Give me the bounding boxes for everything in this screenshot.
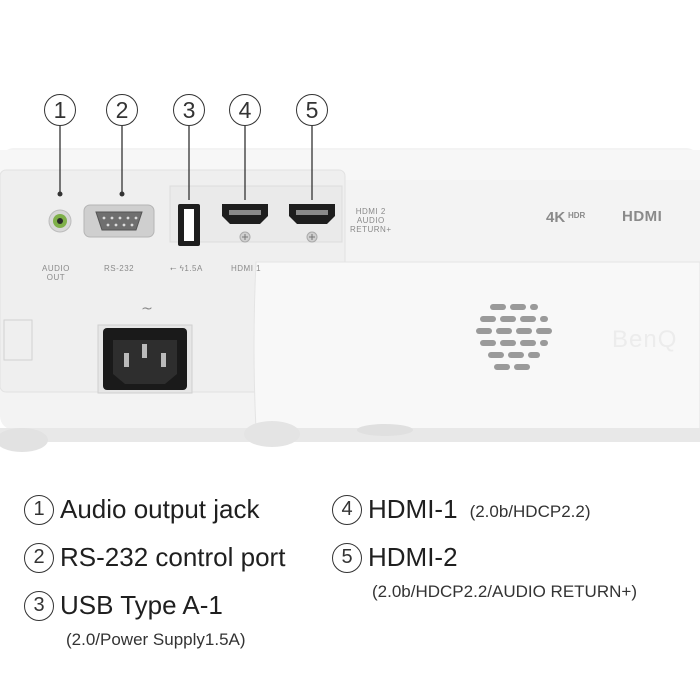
legend-number: 2 [24, 542, 54, 573]
rs232-label: RS-232 [104, 264, 135, 273]
badge-hdmi: HDMI [622, 208, 663, 225]
callout-3: 3 [173, 94, 205, 126]
legend-label: Audio output jack [60, 494, 260, 524]
legend-label: USB Type A-1 [60, 590, 223, 620]
badge-hdr: HDR [568, 211, 586, 220]
badge-4k: 4K [546, 209, 566, 226]
usb-label: ⭠ ϟ1.5A [170, 264, 203, 273]
foot-center [244, 421, 300, 447]
legend-label: RS-232 control port [60, 542, 286, 572]
legend-number: 1 [24, 494, 54, 525]
callout-4: 4 [229, 94, 261, 126]
legend-item-1: 1 Audio output jack [24, 494, 259, 525]
projector-illustration: ~ [0, 126, 700, 452]
legend-number: 5 [332, 542, 362, 573]
legend-number: 4 [332, 494, 362, 525]
legend-item-4: 4 HDMI-1 (2.0b/HDCP2.2) [332, 494, 591, 525]
foot-left [0, 428, 48, 452]
legend-item-5: 5 HDMI-2 [332, 542, 458, 573]
legend-sub-3: (2.0/Power Supply1.5A) [66, 630, 246, 649]
hdmi2-port [289, 204, 335, 243]
legend-sub-5: (2.0b/HDCP2.2/AUDIO RETURN+) [372, 582, 637, 601]
usb-port [178, 204, 200, 246]
hdmi1-label: HDMI 1 [231, 264, 262, 273]
projector-rear-photo: ~ [0, 94, 700, 452]
callout-1: 1 [44, 94, 76, 126]
legend-item-3: 3 USB Type A-1 [24, 590, 223, 621]
hdmi1-port [222, 204, 268, 243]
legend-label: HDMI-2 [368, 542, 458, 572]
legend-label: HDMI-1 [368, 494, 458, 524]
rs232-port [83, 204, 155, 238]
legend-sub-4: (2.0b/HDCP2.2) [469, 501, 591, 521]
legend-number: 3 [24, 590, 54, 621]
callout-2: 2 [106, 94, 138, 126]
power-inlet: ~ [97, 301, 193, 394]
speaker-grille [476, 304, 552, 370]
audio-out-jack [48, 209, 72, 233]
svg-text:~: ~ [141, 301, 153, 317]
audio-out-label: AUDIO OUT [42, 264, 70, 282]
callout-5: 5 [296, 94, 328, 126]
panel-notch [3, 319, 33, 361]
brand-logo: BenQ [612, 326, 678, 353]
hdmi2-label: HDMI 2 AUDIO RETURN+ [350, 207, 392, 234]
legend-item-2: 2 RS-232 control port [24, 542, 285, 573]
